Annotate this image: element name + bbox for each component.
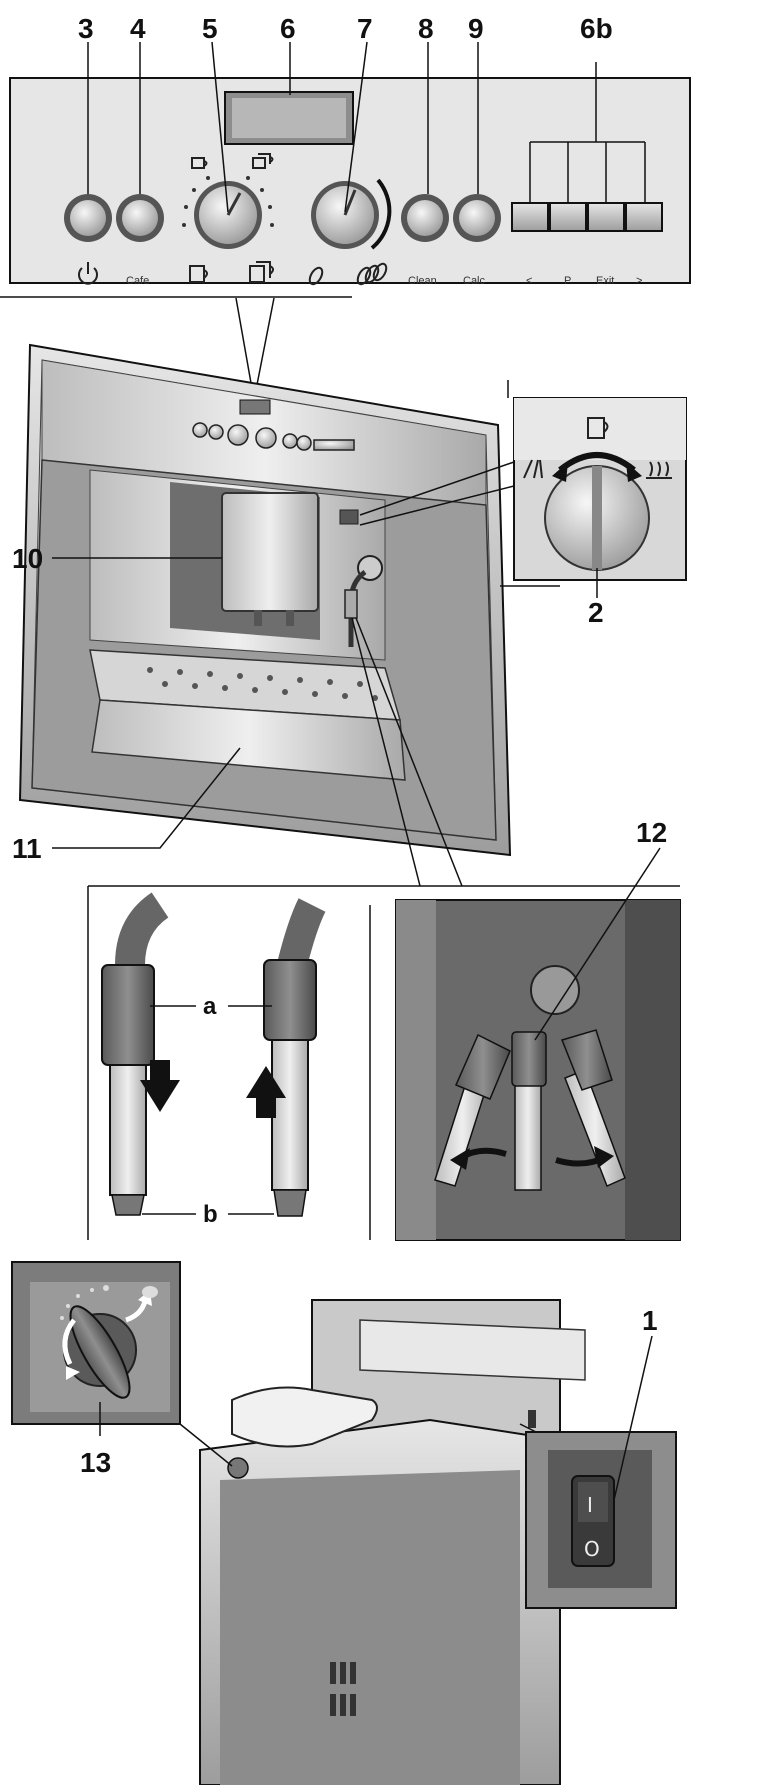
callout-9: 9 [468, 13, 484, 44]
milk-nozzle-sleeve-right [263, 959, 317, 1041]
double-cup-icon [252, 153, 274, 169]
callout-12-line [534, 847, 661, 1041]
arrow-down-icon [140, 1060, 180, 1112]
cup-icon [587, 417, 609, 439]
control-panel: Cafe Clean Calc < P Exit > [9, 62, 691, 287]
machine-front [18, 343, 512, 857]
callout-8: 8 [418, 13, 434, 44]
top-callout-lines [87, 41, 479, 213]
steam-port-large [530, 965, 580, 1015]
small-cup-icon [191, 157, 208, 169]
coffee-outlet [221, 492, 319, 612]
drip-tray-holes [147, 667, 378, 701]
menu-key-exit[interactable] [587, 202, 625, 232]
callout-10: 10 [12, 543, 43, 574]
arrow-up-icon [246, 1066, 286, 1118]
milk-nozzle-tube-left [109, 1064, 147, 1196]
mild-bean-icon [308, 266, 324, 286]
grind-knob-small [227, 1457, 249, 1479]
switch-on-mark: I [587, 1493, 593, 1517]
menu-keys [511, 202, 663, 232]
nozzle-tip-right [273, 1189, 307, 1217]
nozzle-zoom-right [355, 617, 463, 887]
machine-display [239, 399, 271, 415]
menu-key-prev[interactable] [511, 202, 549, 232]
machine-controls [192, 422, 355, 451]
strong-bean-icon [356, 262, 388, 286]
p-label: P [564, 275, 571, 287]
nozzle-zoom-left [351, 617, 421, 887]
drip-tray [91, 699, 406, 781]
milk-nozzle-small [344, 589, 358, 619]
hot-water-icon [523, 459, 543, 479]
callout-13: 13 [80, 1447, 111, 1478]
clean-label: Clean [408, 275, 437, 287]
nozzle-tip-left [111, 1194, 145, 1216]
callout-2: 2 [588, 597, 604, 628]
callout-12: 12 [636, 817, 667, 848]
exit-label: Exit [596, 275, 614, 287]
machine-side-view [199, 1299, 586, 1785]
water-tank-lid [231, 1386, 378, 1448]
display-screen [232, 98, 346, 138]
nozzle-detail: a b [101, 892, 326, 1228]
label-a: a [203, 993, 217, 1020]
power-icon [78, 262, 98, 285]
callout-3: 3 [78, 13, 94, 44]
callout-6b-bracket [529, 62, 646, 203]
callout-6b: 6b [580, 13, 613, 44]
milk-nozzle-sleeve-left [101, 964, 155, 1066]
nozzle-swivel-photo [395, 899, 681, 1241]
steam-icon [646, 461, 672, 479]
menu-key-p[interactable] [549, 202, 587, 232]
next-label: > [636, 275, 642, 287]
power-switch-inset: I O [525, 1431, 677, 1609]
callout-7: 7 [357, 13, 373, 44]
grind-scale-dots [60, 1285, 109, 1320]
large-cup-icon [189, 265, 208, 283]
cup-size-scale [182, 176, 274, 227]
cafe-label: Cafe [126, 275, 149, 287]
bean-icon [142, 1286, 158, 1298]
callout-1-line [613, 1335, 653, 1501]
callout-4: 4 [130, 13, 146, 44]
callout-11: 11 [12, 833, 42, 864]
power-switch-small [528, 1410, 536, 1428]
large-double-cup-icon [249, 261, 274, 283]
calc-label: Calc [463, 275, 486, 287]
milk-nozzle-tube-right [271, 1039, 309, 1191]
callout-5: 5 [202, 13, 218, 44]
steam-switch-small [339, 509, 359, 525]
steam-switch-inset [513, 397, 687, 598]
prev-label: < [526, 275, 532, 287]
label-b: b [203, 1201, 218, 1228]
grind-setting-inset [11, 1261, 181, 1425]
callout-6: 6 [280, 13, 296, 44]
vent-slots [330, 1662, 356, 1716]
menu-key-next[interactable] [625, 202, 663, 232]
switch-off-mark: O [584, 1537, 600, 1561]
callout-1: 1 [642, 1305, 658, 1336]
strength-arc [370, 178, 392, 250]
callout-11-line [52, 747, 241, 849]
